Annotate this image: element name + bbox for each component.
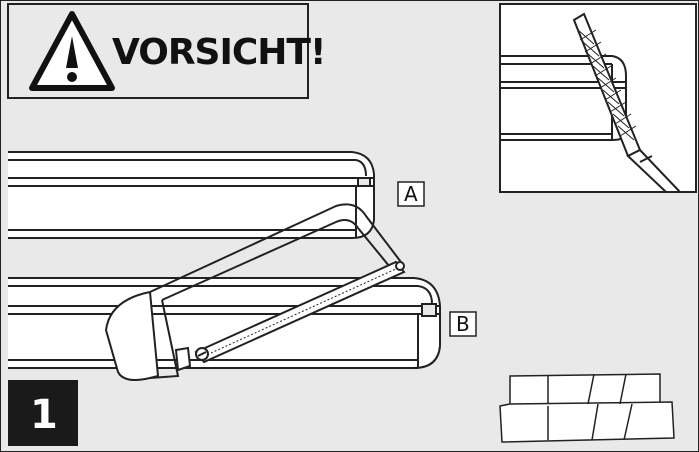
label-b-box: B	[449, 311, 477, 337]
profile-b	[8, 277, 441, 369]
label-a-box: A	[397, 181, 425, 207]
step-badge: 1	[8, 380, 78, 446]
step-number: 1	[30, 392, 58, 438]
label-b: B	[456, 312, 470, 336]
inset-file-detail	[499, 3, 697, 193]
warning-triangle-icon	[29, 11, 115, 91]
miter-box-icon	[499, 373, 675, 443]
warning-box: VORSICHT!	[7, 3, 326, 99]
hacksaw-icon	[104, 203, 406, 381]
profile-a	[8, 151, 375, 239]
file-tool-icon	[572, 12, 683, 193]
label-a: A	[404, 182, 418, 206]
warning-text: VORSICHT!	[112, 32, 325, 73]
